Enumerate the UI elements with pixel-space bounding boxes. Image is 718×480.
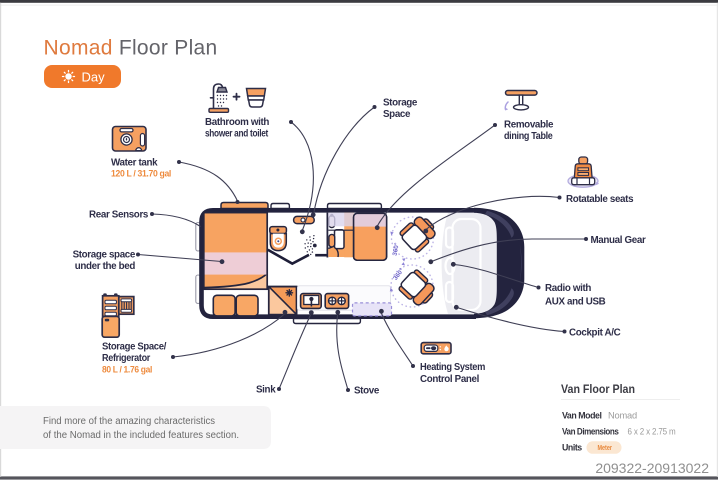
- svg-text:Meter: Meter: [598, 443, 613, 452]
- svg-text:AUX and USB: AUX and USB: [545, 297, 606, 308]
- svg-text:under the bed: under the bed: [75, 261, 136, 272]
- svg-text:Units: Units: [562, 443, 582, 453]
- svg-text:Van Model: Van Model: [562, 411, 601, 421]
- svg-text:Sink: Sink: [256, 385, 276, 396]
- svg-text:Nomad Floor Plan: Nomad Floor Plan: [44, 36, 218, 60]
- svg-text:Rotatable seats: Rotatable seats: [566, 194, 634, 205]
- svg-text:Van Dimensions: Van Dimensions: [562, 427, 619, 437]
- svg-text:360°: 360°: [391, 242, 401, 257]
- svg-text:Radio with: Radio with: [545, 283, 591, 294]
- svg-text:Bathroom with: Bathroom with: [205, 117, 269, 128]
- svg-text:209322-20913022: 209322-20913022: [595, 460, 709, 476]
- svg-text:Removable: Removable: [504, 120, 554, 131]
- svg-text:Storage Space/: Storage Space/: [102, 342, 167, 353]
- svg-text:Water tank: Water tank: [111, 158, 158, 169]
- svg-text:120 L / 31.70 gal: 120 L / 31.70 gal: [111, 168, 171, 179]
- svg-text:6 x 2 x 2.75 m: 6 x 2 x 2.75 m: [628, 427, 676, 437]
- svg-text:Manual Gear: Manual Gear: [591, 235, 646, 246]
- svg-text:Storage: Storage: [383, 98, 418, 109]
- svg-text:Cockpit A/C: Cockpit A/C: [569, 328, 621, 339]
- svg-text:Day: Day: [82, 70, 106, 85]
- svg-text:shower and toilet: shower and toilet: [205, 129, 269, 140]
- svg-text:Refrigerator: Refrigerator: [102, 353, 150, 364]
- svg-text:Heating System: Heating System: [420, 362, 486, 373]
- svg-text:Stove: Stove: [354, 386, 380, 397]
- svg-text:Control Panel: Control Panel: [420, 374, 480, 385]
- svg-text:of the Nomad in the included f: of the Nomad in the included features se…: [43, 430, 239, 441]
- svg-text:Find more of the amazing chara: Find more of the amazing characteristics: [43, 416, 215, 427]
- svg-text:Rear Sensors: Rear Sensors: [89, 210, 149, 221]
- svg-text:dining Table: dining Table: [504, 131, 553, 142]
- svg-text:80 L / 1.76 gal: 80 L / 1.76 gal: [102, 364, 152, 375]
- svg-text:Van Floor Plan: Van Floor Plan: [561, 382, 635, 396]
- svg-text:Nomad: Nomad: [608, 411, 637, 421]
- svg-text:Storage space: Storage space: [73, 250, 136, 261]
- svg-text:Space: Space: [383, 109, 411, 120]
